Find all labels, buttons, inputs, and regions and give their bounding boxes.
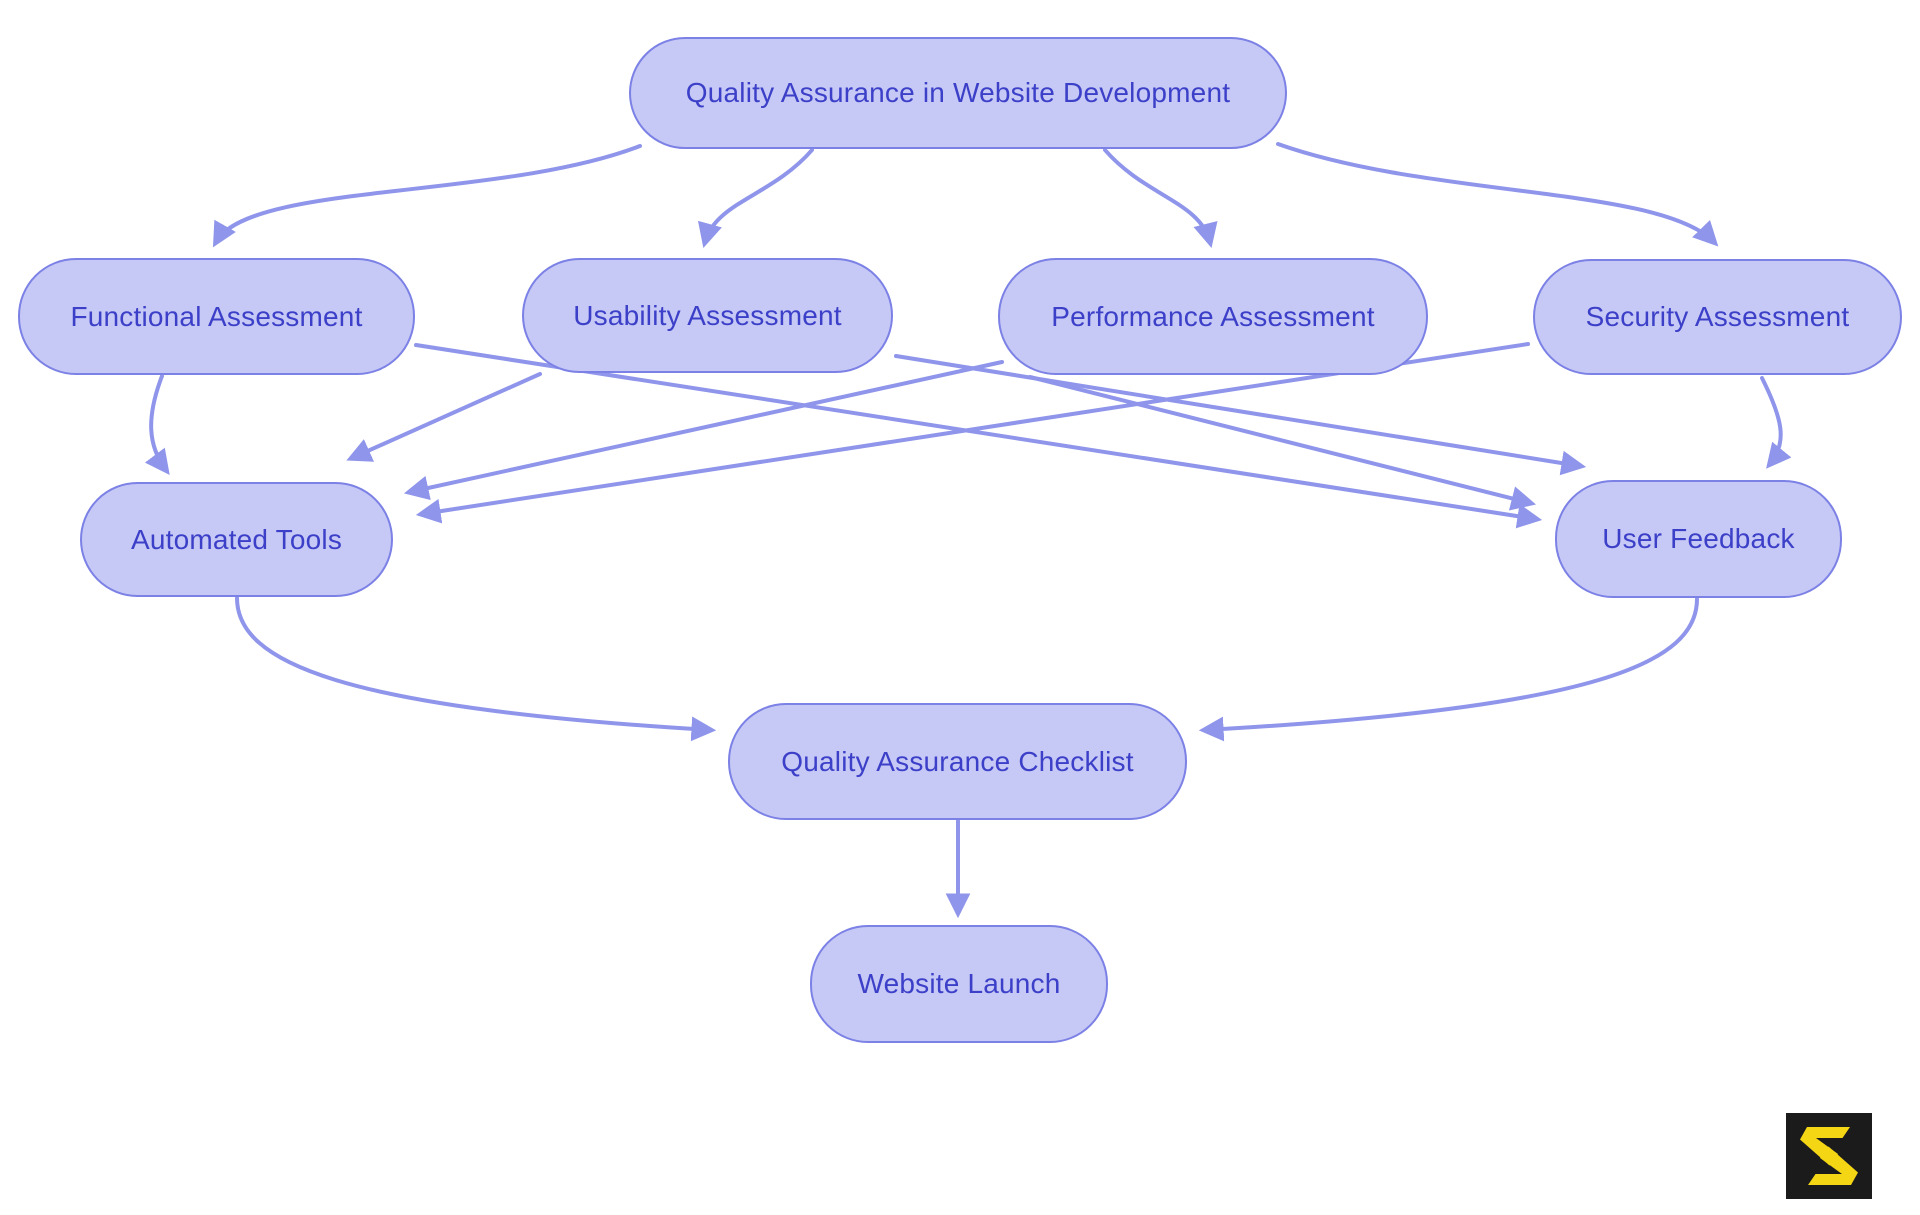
node-label-security: Security Assessment (1585, 301, 1850, 333)
node-label-launch: Website Launch (857, 968, 1061, 1000)
edge-usability-to-automated (346, 372, 542, 462)
node-usability: Usability Assessment (522, 258, 893, 373)
edge-automated-to-checklist (235, 596, 717, 742)
edge-qa-main-to-performance (1103, 148, 1218, 249)
node-performance: Performance Assessment (998, 258, 1428, 375)
edge-functional-to-automated (144, 374, 170, 475)
node-label-checklist: Quality Assurance Checklist (781, 745, 1134, 777)
edge-qa-main-to-functional (212, 144, 642, 248)
node-label-usability: Usability Assessment (573, 299, 842, 331)
node-automated: Automated Tools (80, 482, 393, 597)
node-qa-main: Quality Assurance in Website Development (629, 37, 1287, 149)
edge-security-to-user-feedback (1760, 376, 1792, 469)
edge-performance-to-automated (403, 360, 1004, 501)
edge-qa-main-to-security (1276, 142, 1719, 247)
logo-s-icon (1786, 1113, 1872, 1199)
node-security: Security Assessment (1533, 259, 1902, 375)
edge-user-feedback-to-checklist (1198, 597, 1699, 742)
edge-qa-main-to-usability (698, 148, 814, 248)
edge-performance-to-user-feedback (1028, 375, 1537, 511)
brand-logo (1786, 1113, 1872, 1199)
node-label-qa-main: Quality Assurance in Website Development (685, 77, 1231, 109)
node-functional: Functional Assessment (18, 258, 415, 375)
node-label-user-feedback: User Feedback (1602, 523, 1795, 555)
node-label-automated: Automated Tools (130, 523, 343, 555)
node-launch: Website Launch (810, 925, 1108, 1043)
node-checklist: Quality Assurance Checklist (728, 703, 1187, 820)
node-label-functional: Functional Assessment (70, 300, 363, 332)
node-label-performance: Performance Assessment (1051, 300, 1375, 332)
node-user-feedback: User Feedback (1555, 480, 1842, 598)
